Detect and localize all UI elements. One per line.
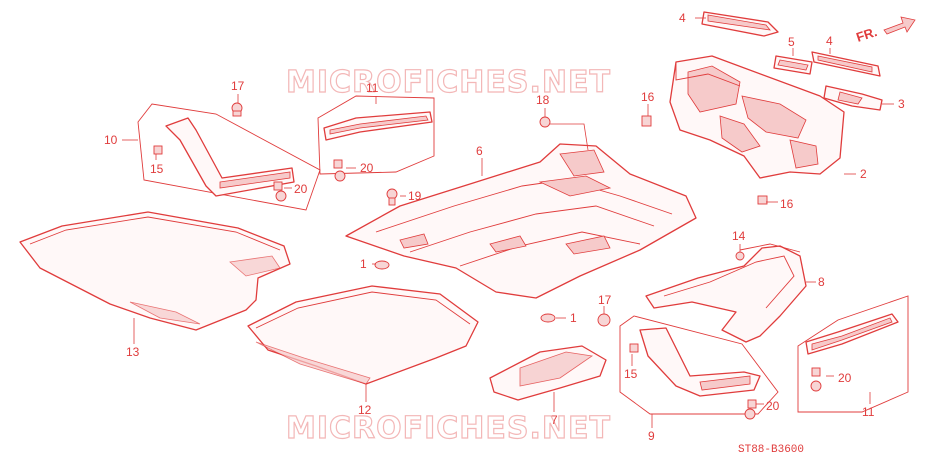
arrow-icon	[883, 16, 916, 35]
callout-5: 5	[788, 35, 795, 49]
callout-20c: 20	[766, 399, 780, 413]
callout-20a: 20	[294, 182, 308, 196]
floor-mat-12	[247, 285, 479, 385]
callout-14: 14	[732, 229, 746, 243]
trunk-mat-13	[19, 211, 291, 331]
clip-20d	[334, 170, 346, 182]
callout-16a: 16	[641, 90, 655, 104]
callout-17a: 17	[231, 79, 245, 93]
callout-10: 10	[104, 133, 118, 147]
clip-16a	[641, 115, 652, 127]
front-direction-label: FR.	[854, 24, 879, 45]
clip-20c	[333, 159, 343, 169]
clip-20-right-d	[810, 380, 822, 392]
insulator-piece-5	[773, 55, 813, 75]
floor-carpet-6	[345, 143, 697, 299]
dash-insulator-2	[669, 55, 845, 179]
grommet-1a	[374, 260, 390, 270]
clip-16b	[757, 195, 768, 205]
front-direction-arrow: FR.	[854, 16, 916, 45]
leader-lines	[122, 17, 894, 428]
watermark-top: MICROFICHES.NET	[286, 65, 611, 100]
callout-13: 13	[126, 345, 140, 359]
insulator-piece-4a	[701, 11, 779, 37]
callout-15a: 15	[150, 162, 164, 176]
side-garnish-group-10	[137, 103, 321, 211]
callout-labels: 4 5 4 3 2 16 16 11 17 10 15 20 20 19 18 …	[104, 11, 905, 443]
callout-4a: 4	[679, 11, 686, 25]
clip-20-right-c	[811, 367, 821, 377]
side-garnish-group-9	[619, 315, 779, 415]
insulator-piece-4b	[811, 51, 881, 77]
callout-15b: 15	[624, 367, 638, 381]
callout-1a: 1	[360, 257, 367, 271]
callout-19: 19	[408, 189, 422, 203]
callout-1b: 1	[570, 311, 577, 325]
clip-18	[539, 116, 551, 128]
callout-9: 9	[648, 429, 655, 443]
callout-17b: 17	[598, 293, 612, 307]
clip-20-right-b	[744, 408, 756, 420]
clip-15a	[153, 145, 163, 155]
callout-11a: 11	[366, 81, 379, 95]
callout-11b: 11	[862, 405, 875, 419]
diagram-code: ST88-B3600	[738, 444, 804, 456]
clip-20a	[273, 181, 283, 191]
grommet-1b	[540, 313, 556, 323]
front-garnish-group-11a	[317, 95, 435, 175]
front-garnish-group-11b	[797, 295, 909, 413]
clip-19	[386, 188, 398, 206]
callout-3: 3	[898, 97, 905, 111]
callout-20d: 20	[838, 371, 852, 385]
floor-frame-8	[645, 243, 807, 343]
clip-20b	[275, 190, 287, 202]
callout-2: 2	[860, 167, 867, 181]
callout-7: 7	[551, 413, 558, 427]
clip-14	[735, 251, 745, 261]
clip-20-right-a	[747, 399, 757, 409]
insulator-piece-3	[823, 85, 883, 111]
clip-17b	[597, 313, 611, 327]
clip-15b	[629, 343, 639, 353]
watermark-bottom: MICROFICHES.NET	[286, 411, 611, 446]
callout-18: 18	[536, 93, 550, 107]
callout-16b: 16	[780, 197, 794, 211]
callout-8: 8	[818, 275, 825, 289]
clip-17a	[231, 102, 243, 117]
callout-4b: 4	[826, 34, 833, 48]
callout-20b: 20	[360, 161, 374, 175]
callout-6: 6	[476, 144, 483, 158]
callout-12: 12	[358, 403, 372, 417]
floor-cover-7	[489, 345, 607, 401]
